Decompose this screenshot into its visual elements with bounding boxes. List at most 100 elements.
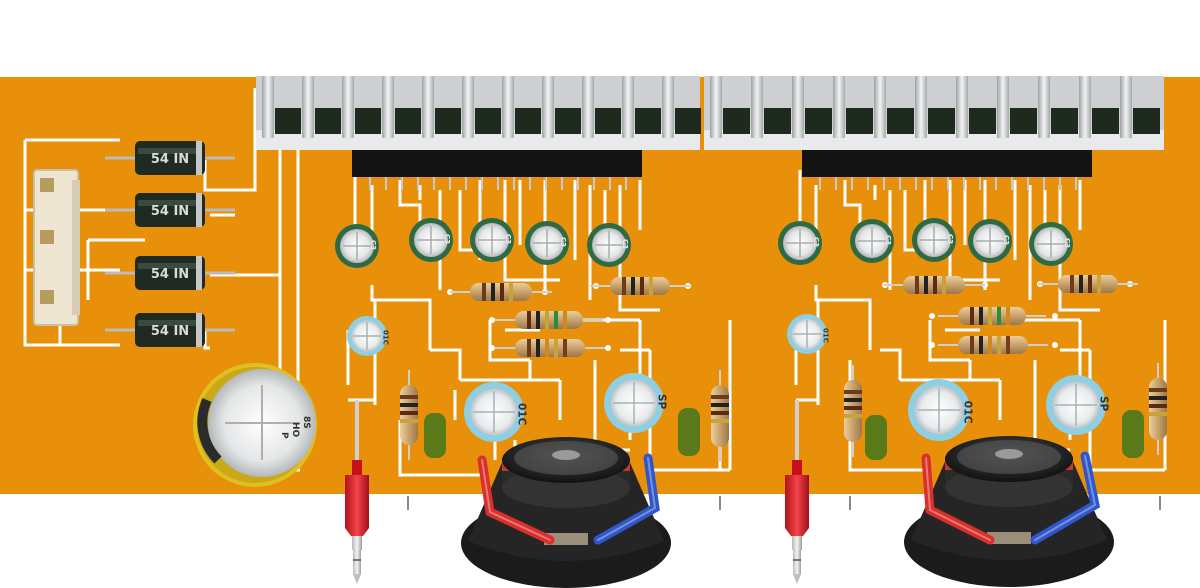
heatsink-fin	[262, 76, 274, 138]
resistor	[1149, 363, 1167, 455]
resistor	[711, 370, 729, 462]
small-capacitor: C3	[850, 219, 894, 263]
rectifier-diodes: 54 IN 54 IN 54 IN 54 IN	[105, 141, 235, 347]
capacitor-marking: C3	[1002, 235, 1010, 245]
filter-capacitor: 8S HO P	[193, 363, 317, 487]
ic-pins	[369, 177, 1077, 190]
blue-capacitor: SP	[604, 373, 668, 433]
heatsink-gap	[355, 108, 381, 134]
heatsink-fin	[1079, 76, 1091, 138]
diode: 54 IN	[105, 313, 235, 347]
resistor	[938, 336, 1048, 354]
heatsink-gap	[764, 108, 791, 134]
resistor	[590, 277, 690, 295]
blue-capacitor-marking: 01C	[516, 403, 528, 426]
heatsink-fin	[751, 76, 763, 138]
diode-marking: 54 IN	[151, 324, 189, 339]
resistor	[1038, 275, 1138, 293]
blue-capacitor-marking: SP	[656, 394, 668, 410]
heatsink-fin	[1120, 76, 1132, 138]
blue-capacitor-marking: SP	[1098, 396, 1110, 412]
resistor	[883, 276, 985, 294]
heatsink-fin	[302, 76, 314, 138]
resistor	[400, 370, 418, 460]
film-capacitors	[424, 408, 1144, 460]
heatsink-fin	[874, 76, 886, 138]
blue-capacitor: 01C	[347, 316, 389, 356]
heatsink-fin	[792, 76, 804, 138]
small-capacitor: C3	[335, 224, 379, 268]
capacitor-marking: C3	[443, 234, 451, 244]
heatsink-gap	[315, 108, 341, 134]
amplifier-ic-right	[802, 150, 1092, 177]
component-leads	[407, 496, 1161, 510]
small-capacitor: C3	[912, 218, 956, 262]
small-capacitor: C3	[587, 223, 631, 267]
heatsink-fin	[462, 76, 474, 138]
heatsink-gap	[846, 108, 873, 134]
small-capacitor: C3	[778, 221, 822, 265]
heatsink-gap	[805, 108, 832, 134]
big-cap-marking-mid: HO	[290, 422, 300, 438]
heatsink-icon	[256, 76, 701, 150]
small-capacitor: C3	[470, 218, 514, 262]
heatsink-fin	[997, 76, 1009, 138]
heatsink-fin	[662, 76, 674, 138]
small-capacitor: C3	[409, 218, 453, 262]
amplifier-ic-left	[352, 150, 642, 177]
heatsink-gap	[435, 108, 461, 134]
capacitor-marking: C3	[369, 240, 377, 250]
heatsink-fin	[915, 76, 927, 138]
heatsink-gap	[723, 108, 750, 134]
blue-capacitor-marking: 01C	[821, 328, 829, 343]
heatsink-gap	[969, 108, 996, 134]
small-capacitor: C3	[1029, 222, 1073, 266]
capacitor-marking: C3	[559, 237, 567, 247]
blue-capacitor: SP	[1046, 375, 1110, 435]
diode-marking: 54 IN	[151, 267, 189, 282]
heatsink-fin	[422, 76, 434, 138]
blue-capacitor: 01C	[787, 314, 829, 354]
audio-jack-icon	[785, 400, 809, 584]
capacitor-marking: C3	[884, 235, 892, 245]
heatsink-fin	[582, 76, 594, 138]
speaker-wire	[921, 453, 995, 545]
resistor	[844, 365, 862, 457]
audio-jack-icon	[345, 400, 369, 584]
speaker-wire	[1030, 451, 1101, 545]
heatsink-fin	[1038, 76, 1050, 138]
heatsink-gap	[555, 108, 581, 134]
diode-marking: 54 IN	[151, 204, 189, 219]
heatsink-gap	[928, 108, 955, 134]
heatsink-fin	[382, 76, 394, 138]
heatsink-gap	[515, 108, 541, 134]
heatsink-gap	[475, 108, 501, 134]
heatsink-fin	[502, 76, 514, 138]
heatsink-gap	[395, 108, 421, 134]
diode-marking: 54 IN	[151, 152, 189, 167]
heatsink-icon	[704, 76, 1164, 150]
resistor	[495, 311, 603, 329]
blue-capacitor-marking: 01C	[961, 401, 974, 424]
blue-capacitor: 01C	[908, 379, 974, 441]
capacitor-marking: C3	[1063, 238, 1071, 248]
heatsink-gap	[595, 108, 621, 134]
heatsink-gap	[887, 108, 914, 134]
solder-pads	[447, 281, 1133, 351]
coupling-capacitors: 01C 01C SP 01C 01C SP	[347, 314, 1110, 442]
speaker-wire	[477, 455, 555, 545]
heatsink-gap	[675, 108, 701, 134]
heatsink-fin	[710, 76, 722, 138]
small-capacitor: C3	[968, 219, 1012, 263]
big-cap-marking-top: 8S	[301, 416, 311, 429]
heatsink-gap	[1133, 108, 1160, 134]
speaker-wire	[593, 453, 660, 545]
resistor	[938, 307, 1046, 325]
heatsink-fin	[342, 76, 354, 138]
capacitor-marking: C3	[504, 234, 512, 244]
blue-capacitor: 01C	[464, 382, 528, 442]
capacitor-marking: C3	[621, 239, 629, 249]
diode: 54 IN	[105, 256, 235, 290]
diode: 54 IN	[105, 141, 235, 175]
